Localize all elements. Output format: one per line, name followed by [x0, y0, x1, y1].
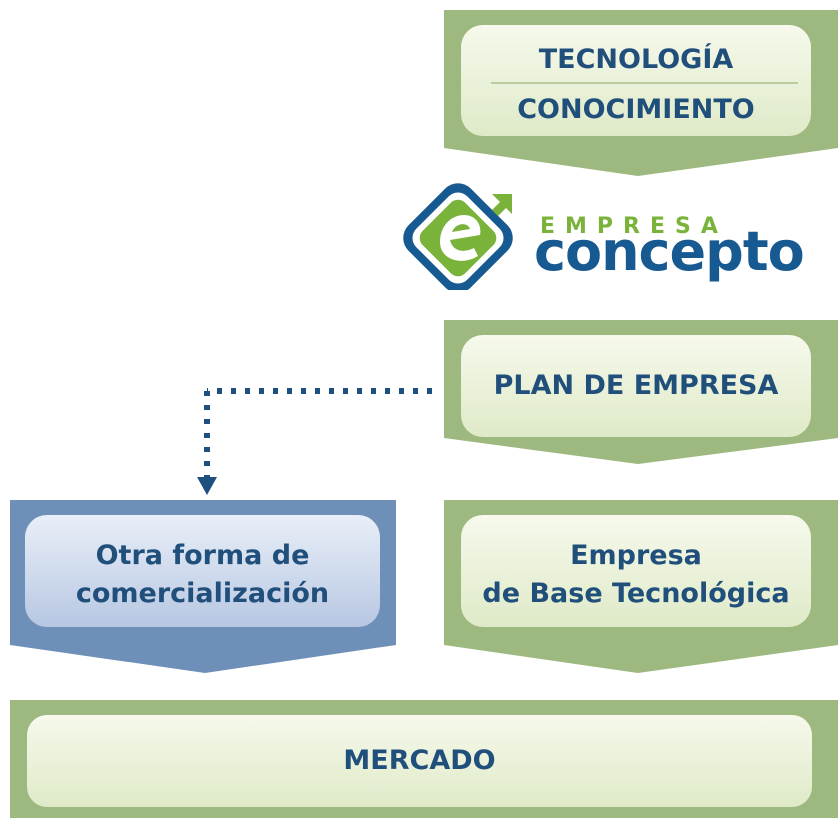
node-mercado: MERCADO: [0, 690, 838, 818]
label-otra-forma: Otra forma de comercialización: [25, 535, 380, 615]
label-plan-de-empresa: PLAN DE EMPRESA: [493, 370, 779, 401]
node-empresa-base-tecnologica: Empresa de Base Tecnológica: [0, 495, 838, 685]
logo-text-empresa: EMPRESA: [540, 214, 728, 239]
mercado-box: [10, 700, 838, 818]
node-tecnologia-conocimiento: TECNOLOGÍA CONOCIMIENTO: [0, 0, 838, 200]
logo-text-concepto: concepto: [534, 220, 805, 283]
logo-e-icon: [403, 183, 513, 290]
label-otra-line2: comercialización: [75, 578, 330, 609]
logo-empresa-concepto: EMPRESA concepto: [400, 180, 838, 290]
chevron-shape: [444, 10, 838, 176]
label-mercado: MERCADO: [343, 745, 496, 776]
label-empresa-base: Empresa de Base Tecnológica: [461, 535, 811, 615]
label-ebt-line1: Empresa: [570, 540, 702, 571]
node-plan-de-empresa: PLAN DE EMPRESA: [0, 320, 838, 480]
chevron-shape: [444, 500, 838, 673]
label-tecnologia: TECNOLOGÍA: [538, 44, 734, 75]
chevron-shape: [10, 500, 396, 673]
label-otra-line1: Otra forma de: [95, 540, 310, 571]
node-otra-forma-de-comercializacion: Otra forma de comercialización: [0, 495, 420, 685]
label-conocimiento: CONOCIMIENTO: [517, 94, 755, 125]
label-ebt-line2: de Base Tecnológica: [482, 578, 790, 609]
chevron-shape: [444, 320, 838, 464]
